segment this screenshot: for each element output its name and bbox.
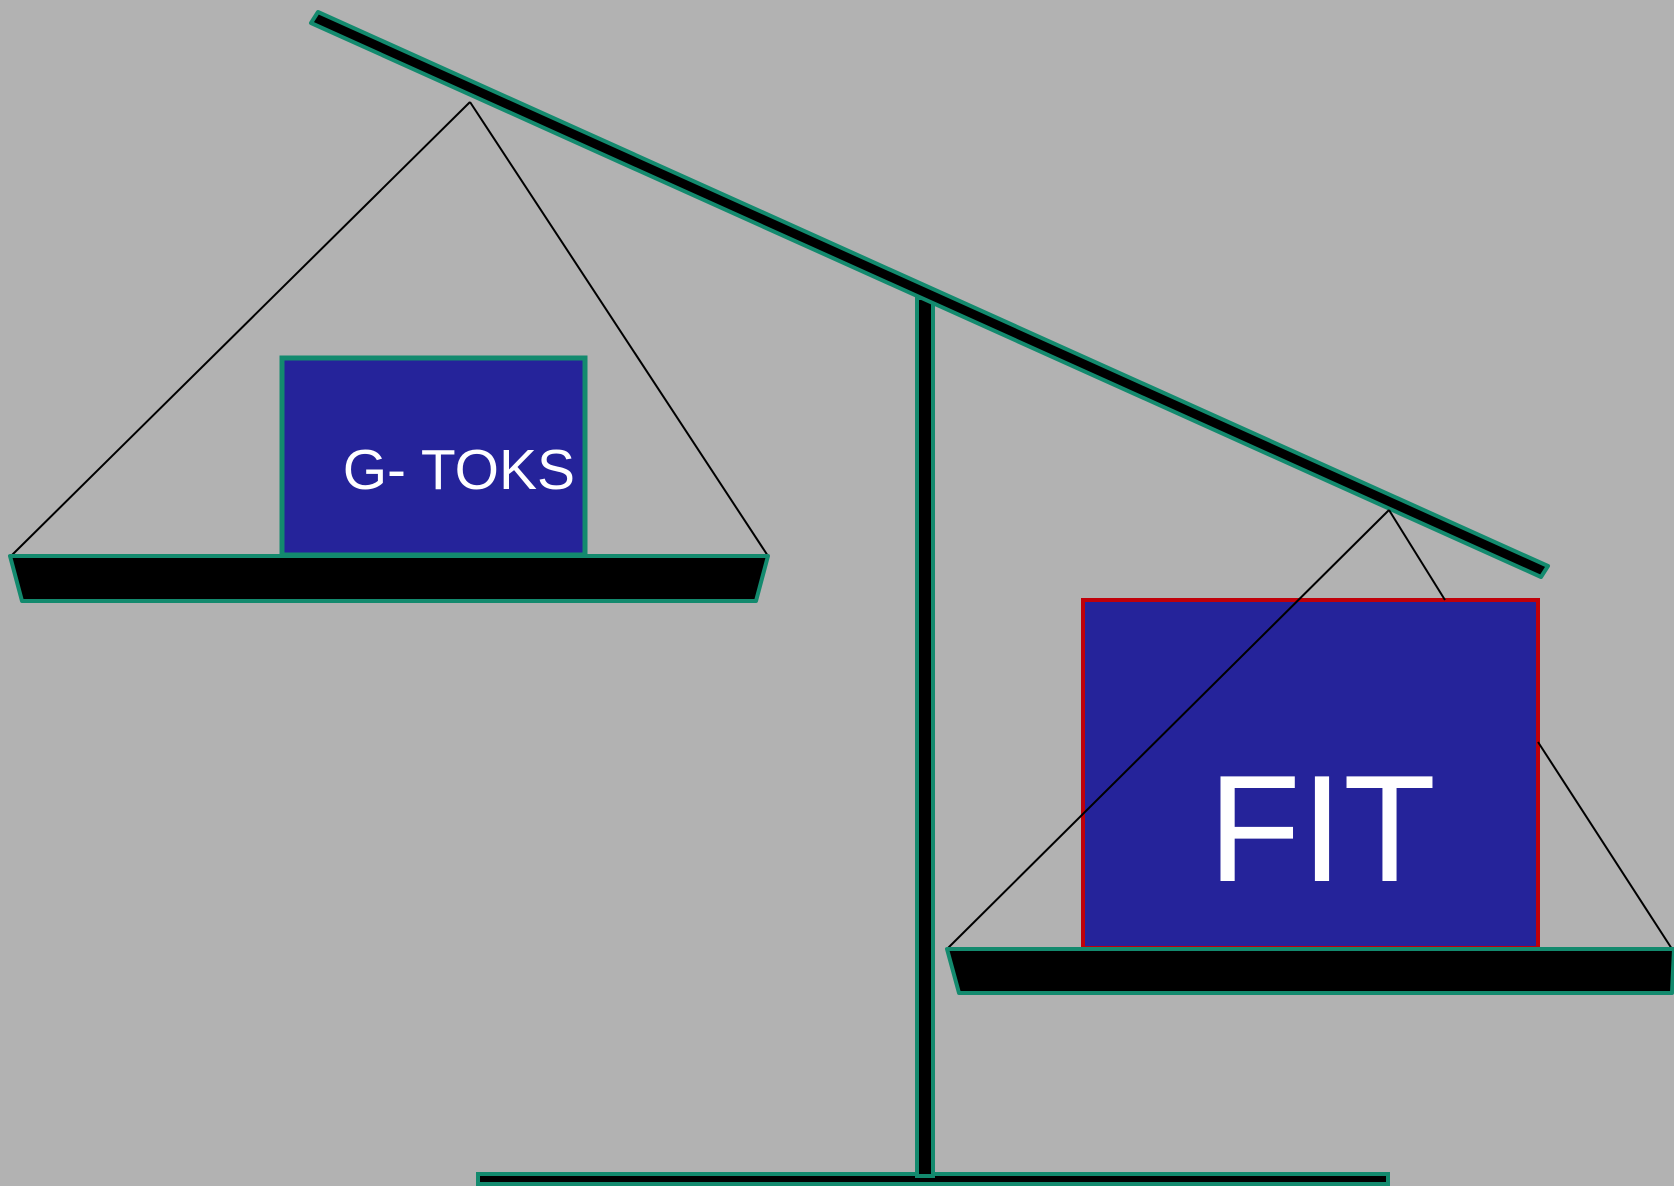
scale-beam: [309, 10, 1550, 579]
right-pan-strings: [946, 509, 1673, 950]
fit-box: [1081, 598, 1540, 950]
scale-post: [915, 296, 935, 1178]
left-pan: [8, 554, 770, 603]
g-toks-box: [279, 355, 588, 558]
g-toks-label: G- TOKS: [343, 438, 575, 502]
left-pan-strings: [10, 101, 769, 557]
right-pan: [945, 947, 1674, 995]
fit-label: FIT: [1208, 744, 1436, 914]
